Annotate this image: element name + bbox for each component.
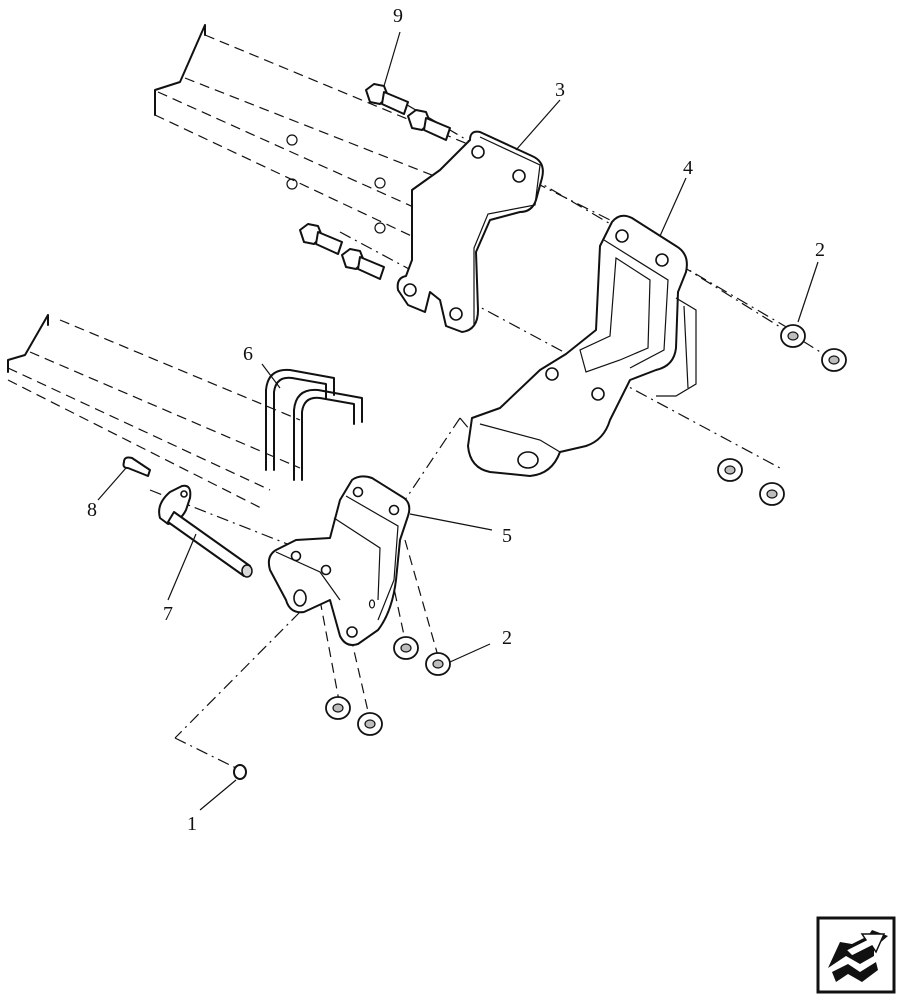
callout-1: 1 <box>187 813 197 835</box>
flange-nut-upper-4 <box>759 482 785 506</box>
large-bracket <box>467 214 697 477</box>
grease-fitting <box>233 764 247 780</box>
callout-8: 8 <box>87 499 97 521</box>
callout-4: 4 <box>683 157 693 179</box>
mounting-plate <box>396 130 544 333</box>
flange-nut-lower-2 <box>425 652 451 676</box>
u-bolt-1 <box>265 368 335 471</box>
flange-nut-lower-3 <box>325 696 351 720</box>
callout-3: 3 <box>555 79 565 101</box>
flange-nut-lower-4 <box>357 712 383 736</box>
u-bolt-2 <box>293 388 363 481</box>
callout-2-lower: 2 <box>502 627 512 649</box>
upper-frame-rail <box>154 24 471 241</box>
callout-5: 5 <box>502 525 512 547</box>
flange-nut-upper-1 <box>780 324 806 348</box>
callout-labels: 9 3 4 2 6 8 5 7 2 1 <box>87 5 825 835</box>
small-bolt <box>122 456 151 477</box>
callout-9: 9 <box>393 5 403 27</box>
flange-nut-lower-1 <box>393 636 419 660</box>
pivot-pin <box>158 484 253 578</box>
leader-lines <box>97 31 819 811</box>
callout-2-upper: 2 <box>815 239 825 261</box>
flange-nut-upper-2 <box>821 348 847 372</box>
lower-bracket <box>267 475 411 646</box>
callout-7: 7 <box>163 603 173 625</box>
callout-6: 6 <box>243 343 253 365</box>
hex-bolt-upper-3 <box>299 223 343 255</box>
next-page-arrow-icon[interactable] <box>816 916 896 994</box>
flange-nut-upper-3 <box>717 458 743 482</box>
lower-frame-rail <box>7 314 301 511</box>
hex-bolt-upper-4 <box>341 248 385 280</box>
hex-bolt-upper-2 <box>407 109 451 141</box>
hex-bolt-upper-1 <box>365 83 409 115</box>
